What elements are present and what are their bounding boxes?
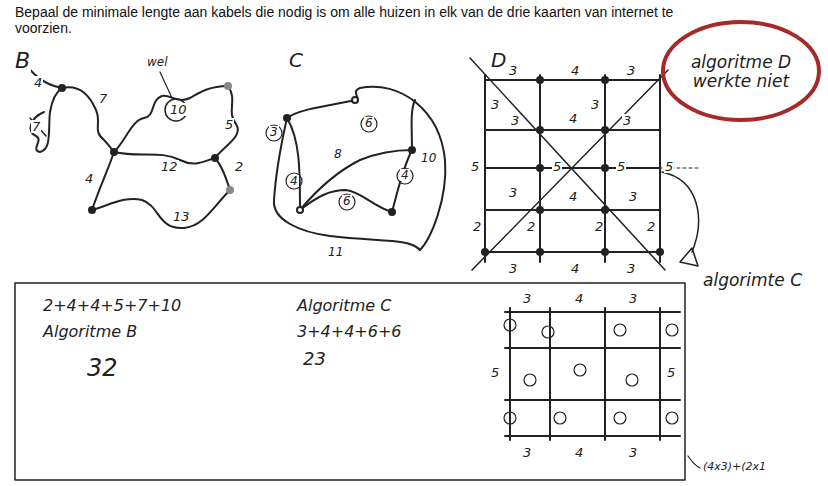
edge-weight: 4: [84, 172, 94, 185]
edge-weight: 2: [594, 220, 604, 233]
edge-weight: 3: [628, 446, 638, 459]
edge-weight: 5: [616, 160, 626, 173]
edge-weight: 6: [364, 117, 374, 129]
edge-weight: 2: [234, 160, 244, 173]
edge-weight: 2: [526, 220, 536, 233]
calc-text: Algoritme C: [297, 297, 391, 315]
note-text: (4x3)+(2x1: [702, 461, 767, 472]
edge-weight: 3: [590, 98, 600, 111]
answer-box: 2+4+4+5+7+10Algoritme B 32 Algoritme C 3+4+…: [15, 283, 685, 480]
edge-weight: 4: [570, 64, 580, 77]
edge-weight: 4: [400, 169, 410, 181]
edge-weight: 3: [628, 292, 638, 305]
edge-weight: wel: [146, 56, 169, 68]
map-letter: B: [14, 50, 31, 72]
edge-weight: 5: [664, 160, 674, 173]
edge-weight: 5: [224, 118, 234, 131]
heading: Bepaal de minimale lengte aan kabels die…: [15, 4, 715, 36]
edge-weight: 8: [333, 148, 343, 160]
edge-weight: 5: [666, 366, 676, 379]
edge-weight: 3: [626, 64, 636, 77]
edge-weight: 13: [172, 210, 191, 223]
calc-text: 32: [87, 355, 118, 381]
edge-weight: 3: [522, 446, 532, 459]
edge-weight: 3: [269, 126, 279, 138]
edge-weight: 7: [31, 120, 41, 133]
edge-weight: 10: [169, 103, 188, 116]
edge-weight: 12: [160, 160, 179, 173]
calc-text: 2+4+4+5+7+10: [43, 297, 181, 315]
edge-weight: 4: [568, 190, 578, 203]
map-letter: C: [288, 50, 304, 70]
edge-weight: 6: [342, 195, 352, 207]
edge-weight: 4: [289, 175, 299, 187]
edge-weight: 4: [568, 112, 578, 125]
edge-weight: 11: [327, 246, 344, 258]
edge-weight: 3: [622, 114, 632, 127]
calc-text: 23: [303, 349, 326, 369]
edge-weight: 7: [98, 92, 108, 105]
edge-weight: 2: [646, 220, 656, 233]
edge-weight: 4: [570, 262, 580, 275]
map-letter: D: [490, 50, 507, 70]
note-text: algorimte C: [702, 272, 803, 289]
edge-weight: 4: [574, 446, 584, 459]
edge-weight: 10: [420, 152, 437, 164]
edge-weight: 3: [522, 292, 532, 305]
note-ring: algoritme D werkte niet: [672, 36, 810, 108]
edge-weight: 4: [574, 292, 584, 305]
edge-weight: 3: [628, 190, 638, 203]
edge-weight: 5: [490, 366, 500, 379]
edge-weight: 3: [508, 262, 518, 275]
calc-text: Algoritme B: [43, 323, 137, 341]
edge-weight: 3: [626, 262, 636, 275]
edge-weight: 2: [472, 220, 482, 233]
note-text: algoritme D werkte niet: [672, 53, 810, 90]
calc-text: 3+4+4+6+6: [297, 323, 402, 341]
edge-weight: 3: [510, 114, 520, 127]
edge-weight: 4: [33, 76, 43, 89]
edge-weight: 3: [490, 98, 500, 111]
edge-weight: 5: [552, 160, 562, 173]
edge-weight: 5: [470, 160, 480, 173]
edge-weight: 3: [508, 186, 518, 199]
edge-weight: 3: [508, 64, 518, 77]
